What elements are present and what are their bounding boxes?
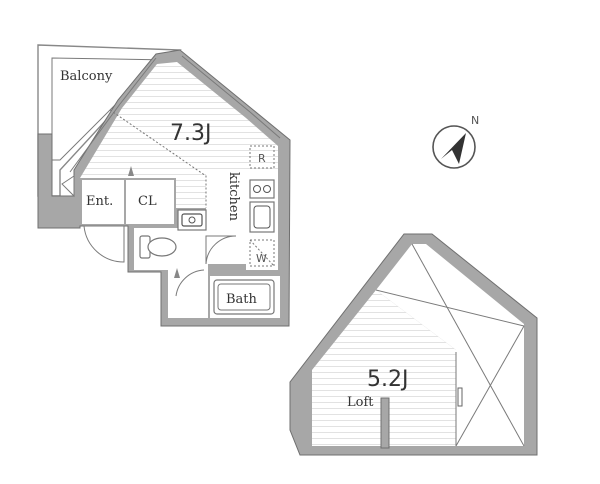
window-line-right	[181, 55, 281, 139]
bath-label: Bath	[226, 292, 258, 307]
lower-corridor-floor	[168, 264, 208, 318]
loft-floor	[312, 290, 456, 446]
washer-space	[249, 239, 275, 267]
kitchen-floor	[206, 170, 246, 264]
loft-unit: 5.2J Loft	[289, 233, 538, 456]
compass: N	[432, 114, 479, 169]
entrance-door-swing	[83, 225, 125, 263]
ladder-mark	[457, 387, 463, 407]
kitchen-label: kitchen	[226, 172, 241, 222]
opening-mark-lower	[174, 268, 180, 278]
entrance-label: Ent.	[86, 194, 113, 209]
loft-size-label: 5.2J	[367, 367, 408, 392]
washer-label: W	[256, 252, 267, 265]
refrigerator-label: R	[258, 152, 266, 165]
open-below-cross-2	[411, 243, 525, 447]
loft-open-area	[376, 244, 524, 446]
window-line	[69, 57, 157, 173]
loft-partition	[380, 397, 390, 449]
bath-corridor-door-swing	[175, 269, 205, 297]
entry-door-leaf	[61, 175, 75, 198]
north-arrow-icon	[441, 133, 466, 164]
main-room-size-label: 7.3J	[170, 121, 211, 146]
open-below-cross-1	[375, 289, 525, 327]
entrance-floor	[82, 180, 124, 224]
opening-mark	[128, 166, 134, 176]
closet-floor	[126, 180, 174, 224]
washroom-door-swing	[205, 235, 237, 265]
ceiling-dashed-line	[109, 109, 207, 208]
sink-icon	[177, 209, 207, 231]
bathtub-icon	[213, 279, 275, 315]
refrigerator-space	[249, 145, 275, 169]
open-below-cross-3	[455, 325, 525, 447]
balcony-label: Balcony	[60, 69, 113, 84]
main-unit: Balcony 7.3J Ent. CL kitchen R W Bath	[37, 44, 291, 327]
closet-label: CL	[138, 194, 157, 209]
loft-label: Loft	[347, 395, 374, 410]
stove-icon	[249, 179, 275, 199]
kitchen-sink-icon	[249, 201, 275, 233]
north-label: N	[471, 114, 479, 127]
toilet-icon	[139, 235, 177, 259]
